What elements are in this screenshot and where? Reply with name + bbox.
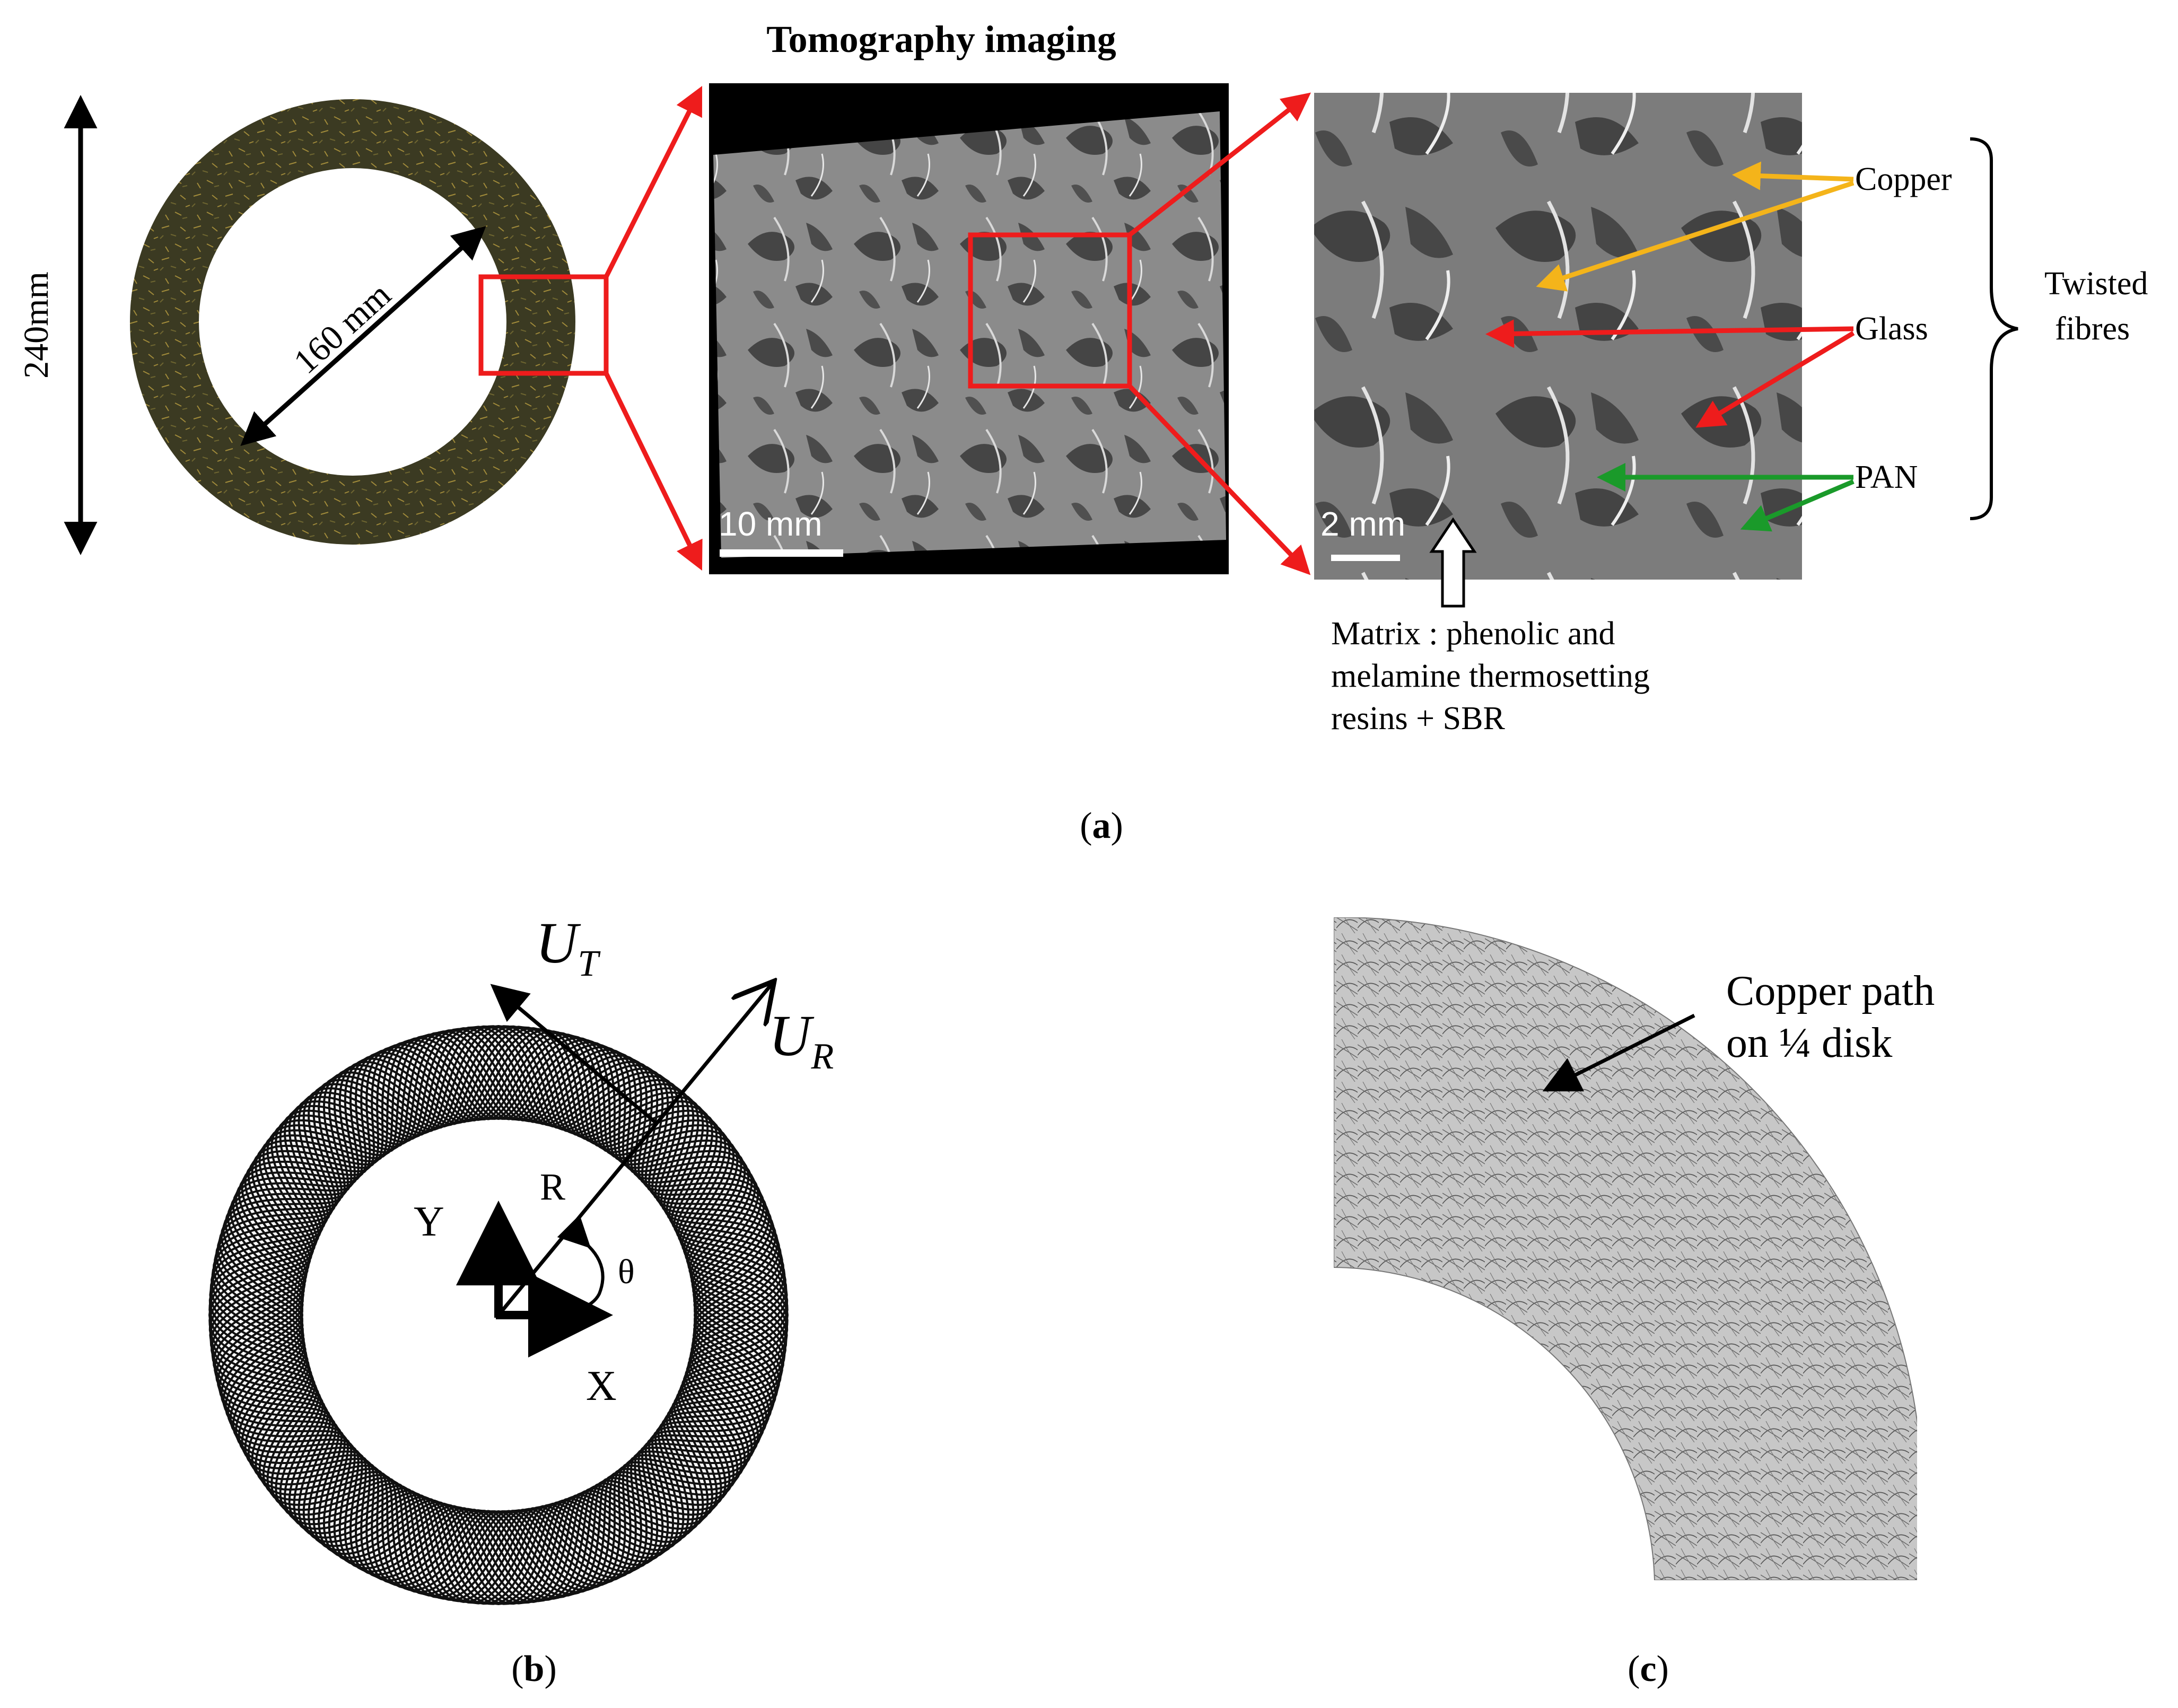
- copper-path-loop: [209, 1033, 779, 1604]
- copper-path-loop: [214, 1025, 786, 1591]
- disk-selection-box: [478, 274, 609, 376]
- zoom-line-top: [603, 85, 703, 278]
- copper-path-ring: [208, 1024, 789, 1606]
- copper-path-loop: [215, 1025, 786, 1593]
- y-axis-label: Y: [414, 1198, 444, 1245]
- copper-path-label-line2: on ¼ disk: [1726, 1020, 1892, 1066]
- tomography-image: 10 mm: [709, 83, 1229, 574]
- inner-dimension-arrow: [240, 225, 486, 446]
- scale-label-10mm: 10 mm: [719, 505, 823, 543]
- caption-a: (a): [1080, 805, 1123, 846]
- theta-arc: [557, 1214, 605, 1311]
- zoom-line-bottom: [603, 372, 703, 571]
- copper-path-pointer: [1542, 1013, 1695, 1092]
- glass-arrow-2: [1695, 331, 1855, 428]
- copper-path-loop: [208, 1029, 773, 1601]
- matrix-label-line3: resins + SBR: [1331, 700, 1505, 737]
- copper-path-loop: [222, 1028, 789, 1600]
- ut-label: UT: [536, 910, 601, 984]
- x-axis-label: X: [586, 1363, 617, 1409]
- r-label: R: [540, 1166, 565, 1208]
- copper-path-loop: [218, 1026, 788, 1597]
- copper-arrow-1: [1732, 161, 1854, 190]
- copper-path-loop: [216, 1026, 788, 1595]
- copper-path-loop: [212, 1024, 785, 1589]
- panel-a: 240mm 160 mm Tomography imaging 10 mm 2 …: [17, 18, 2148, 846]
- twisted-fibres-brace: [1970, 137, 2018, 520]
- copper-path-label-line1: Copper path: [1726, 968, 1935, 1014]
- panel-b: UT UR R Y X θ (b): [208, 910, 834, 1689]
- copper-path-loop: [209, 1035, 781, 1605]
- theta-label: θ: [618, 1252, 635, 1291]
- pan-arrow-2: [1740, 479, 1855, 532]
- matrix-arrow: [1429, 517, 1477, 608]
- outer-dimension-label: 240mm: [17, 271, 56, 379]
- copper-label: Copper: [1855, 161, 1952, 197]
- caption-c: (c): [1628, 1649, 1669, 1689]
- glass-label: Glass: [1855, 311, 1928, 347]
- copper-arrow-2: [1536, 180, 1855, 292]
- fibres-label: fibres: [2055, 311, 2130, 347]
- quarter-disk-band: [1334, 917, 1917, 1580]
- copper-path-loop: [211, 1037, 782, 1605]
- zoom-line-top-2: [1128, 92, 1311, 237]
- matrix-label-line2: melamine thermosetting: [1331, 658, 1650, 694]
- copper-path-loop: [224, 1029, 789, 1601]
- panel-c: Copper path on ¼ disk (c): [1334, 917, 1935, 1689]
- tomography-title: Tomography imaging: [766, 18, 1116, 60]
- glass-arrow-1: [1485, 319, 1854, 348]
- ur-label: UR: [769, 1003, 834, 1077]
- zoom-line-bottom-2: [1127, 384, 1311, 575]
- caption-b: (b): [511, 1649, 557, 1689]
- zoomed-image: 2 mm: [1314, 93, 1802, 580]
- pan-label: PAN: [1855, 459, 1918, 495]
- copper-path-loop: [220, 1027, 789, 1599]
- ur-arrow: [497, 981, 774, 1317]
- matrix-label-line1: Matrix : phenolic and: [1331, 616, 1615, 652]
- scale-label-2mm: 2 mm: [1320, 505, 1405, 543]
- ut-arrow: [490, 984, 659, 1126]
- twisted-label: Twisted: [2044, 266, 2148, 302]
- tomography-selection-box: [968, 232, 1132, 389]
- copper-path-loop: [208, 1030, 775, 1602]
- copper-path-loop: [208, 1031, 777, 1603]
